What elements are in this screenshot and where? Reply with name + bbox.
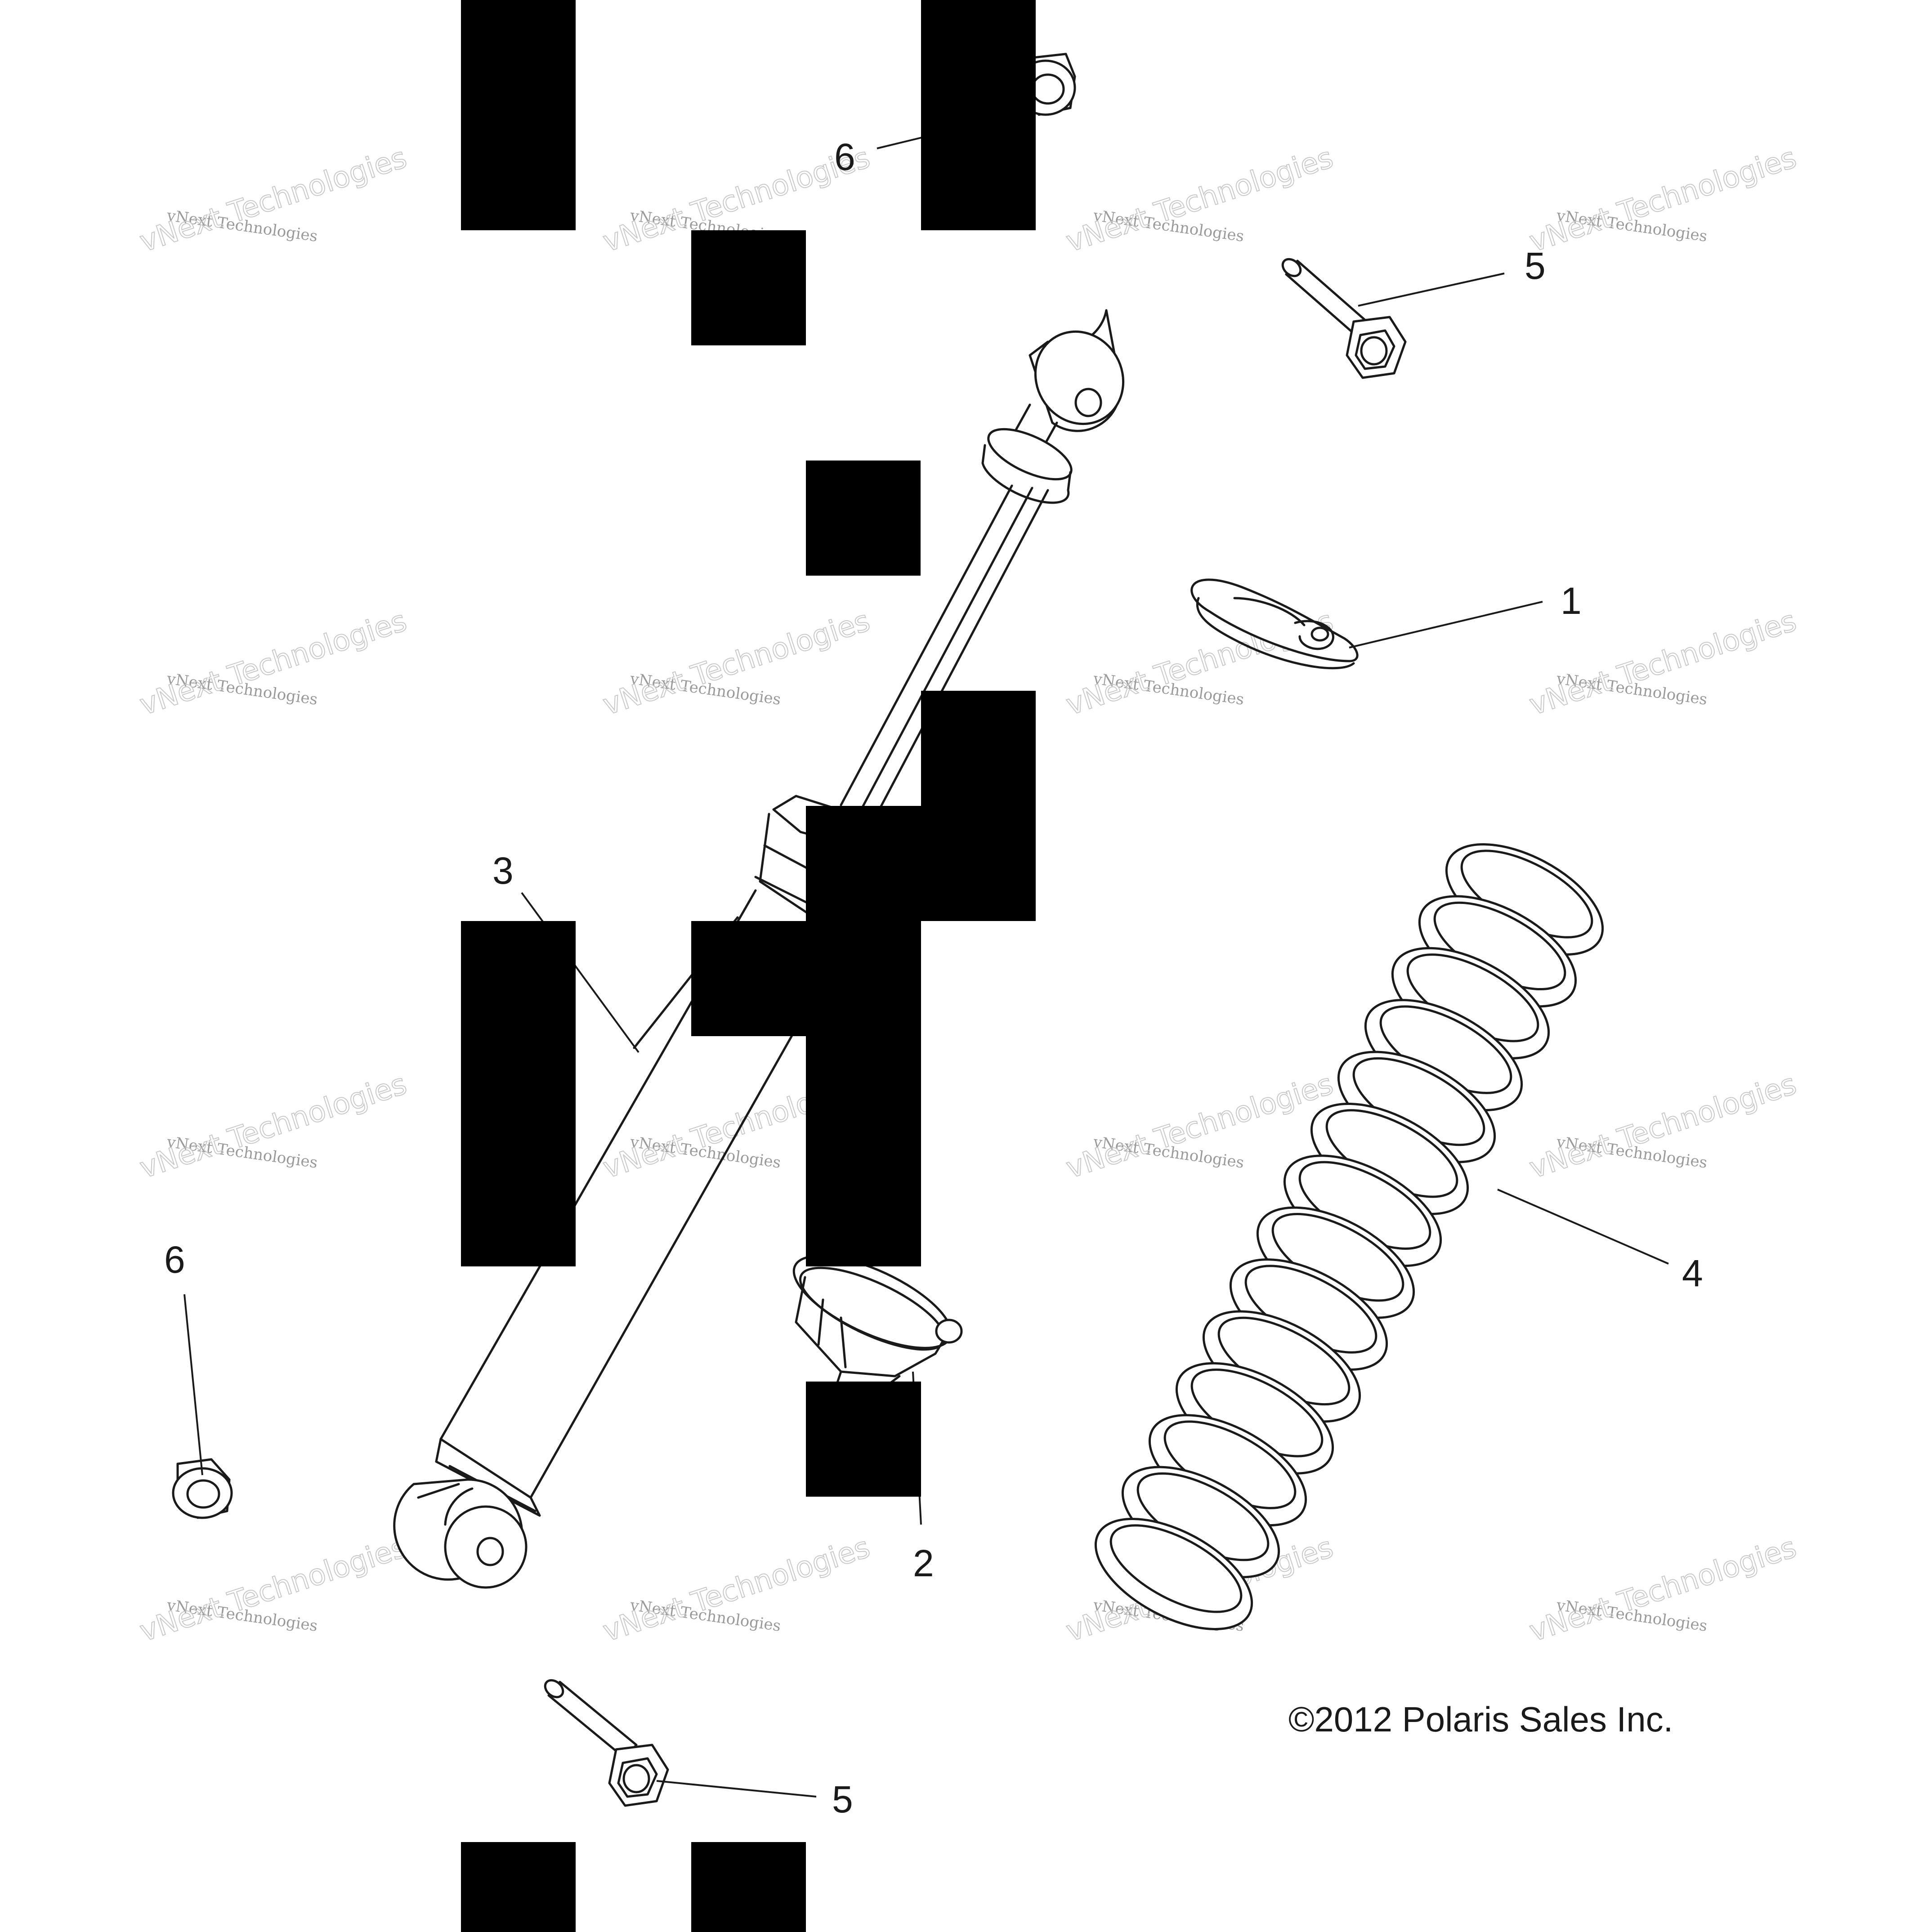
redaction-block bbox=[806, 1382, 921, 1497]
callout-6-left: 6 bbox=[164, 1239, 185, 1281]
copyright-notice: ©2012 Polaris Sales Inc. bbox=[1288, 1699, 1673, 1739]
callout-5-top: 5 bbox=[1525, 245, 1546, 287]
callout-4: 4 bbox=[1682, 1252, 1703, 1294]
watermark-outline-text: vNext Technologies bbox=[136, 1068, 411, 1185]
leader-3 bbox=[521, 892, 640, 1053]
bolt-top-right bbox=[1281, 258, 1407, 379]
spring-coil bbox=[1094, 1518, 1253, 1630]
watermark-outline-text: vNext Technologies bbox=[1525, 1068, 1800, 1185]
callout-labels: 1 2 3 4 5 5 6 6 bbox=[164, 136, 1703, 1820]
redaction-block bbox=[806, 461, 921, 576]
redaction-block bbox=[691, 1842, 806, 1932]
redaction-block bbox=[806, 806, 921, 1266]
leader-6a bbox=[183, 1294, 203, 1476]
spring-coil-inner bbox=[1109, 1524, 1243, 1613]
bolt-bottom bbox=[544, 1679, 669, 1807]
leader-5a bbox=[1358, 273, 1505, 307]
leader-5b bbox=[656, 1780, 817, 1798]
redaction-block bbox=[691, 921, 806, 1036]
callout-6-top: 6 bbox=[834, 136, 855, 178]
redaction-block bbox=[461, 921, 576, 1266]
leader-4 bbox=[1497, 1189, 1669, 1265]
watermark-outline-text: vNext Technologies bbox=[136, 1531, 411, 1648]
watermark-outline-text: vNext Technologies bbox=[136, 141, 411, 259]
callout-5-bottom: 5 bbox=[832, 1778, 853, 1820]
redaction-block bbox=[921, 691, 1036, 921]
callout-1: 1 bbox=[1561, 580, 1582, 622]
callout-3: 3 bbox=[492, 850, 514, 892]
redaction-block bbox=[461, 0, 576, 230]
callout-2: 2 bbox=[913, 1542, 934, 1584]
watermark-outline-text: vNext Technologies bbox=[1525, 141, 1800, 259]
nut-left bbox=[172, 1458, 233, 1519]
leader-1 bbox=[1349, 601, 1543, 648]
redaction-block bbox=[921, 0, 1036, 230]
watermark-outline-text: vNext Technologies bbox=[1062, 141, 1337, 259]
redaction-blocks bbox=[461, 0, 1036, 1932]
watermark-outline-text: vNext Technologies bbox=[599, 1531, 874, 1648]
watermark-outline-text: vNext Technologies bbox=[599, 604, 874, 722]
coil-spring bbox=[1094, 843, 1604, 1630]
watermark-outline-text: vNext Technologies bbox=[1525, 1531, 1800, 1648]
spring-retainer bbox=[1190, 578, 1359, 670]
redaction-block bbox=[691, 230, 806, 345]
watermark-outline-text: vNext Technologies bbox=[136, 604, 411, 722]
redaction-block bbox=[461, 1842, 576, 1932]
